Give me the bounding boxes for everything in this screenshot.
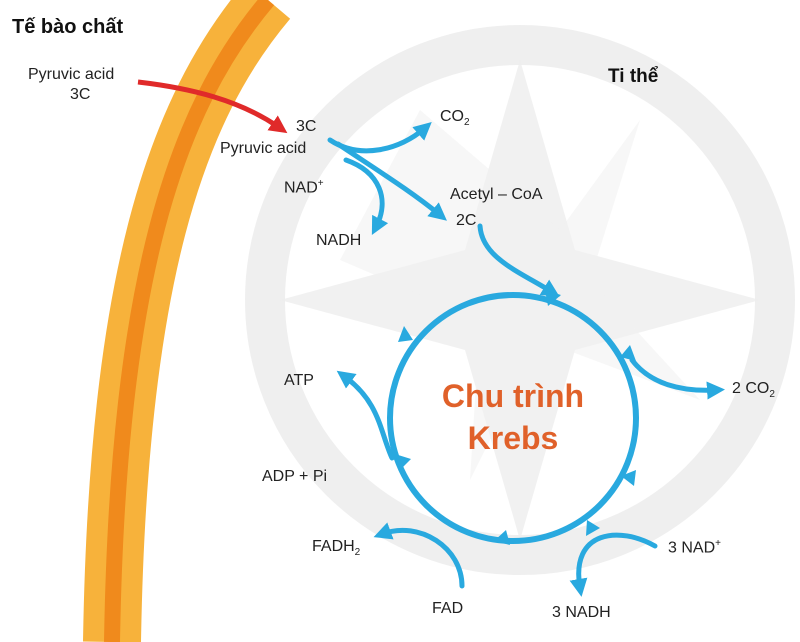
co2-out-label: 2 CO2 (732, 380, 775, 401)
watermark-logo (245, 25, 795, 575)
pyruvic-carbons-inside-label: 3C (296, 118, 317, 135)
nadh-label: NADH (316, 232, 362, 249)
acetyl-entry-arrow (477, 223, 560, 297)
adp-pi-label: ADP + Pi (262, 468, 328, 485)
krebs-cycle-ring (387, 292, 639, 544)
pyruvate-import-arrow (137, 79, 288, 134)
nadh-three-label: 3 NADH (552, 604, 611, 621)
krebs-cycle-title: Chu trình Krebs (413, 376, 613, 459)
nad-to-nadh-three-arrow (569, 532, 658, 597)
co2-out-arrow (629, 357, 725, 400)
co2-first-label: CO2 (440, 108, 470, 129)
fad-to-fadh2-arrow (373, 522, 465, 589)
fadh2-label: FADH2 (312, 538, 361, 559)
pyruvate-to-acetyl-arrow (335, 141, 447, 221)
krebs-title-line2: Krebs (467, 419, 559, 456)
pyruvic-acid-inside-label: Pyruvic acid (220, 140, 307, 157)
acetyl-coa-label: Acetyl – CoA (450, 186, 543, 203)
nad-label: NAD+ (284, 178, 324, 197)
fad-label: FAD (432, 600, 464, 617)
mitochondrial-membrane (83, 0, 291, 642)
nad-to-nadh-arrow (343, 157, 389, 235)
acetyl-carbons-label: 2C (456, 212, 477, 229)
adp-to-atp-arrow (336, 370, 395, 461)
co2-release-arrow (327, 122, 432, 154)
pyruvic-acid-outside-label: Pyruvic acid (28, 66, 115, 83)
nad-three-label: 3 NAD+ (668, 538, 721, 557)
atp-label: ATP (284, 372, 314, 389)
mitochondrion-label: Ti thể (608, 66, 659, 87)
pyruvic-carbons-outside-label: 3C (70, 86, 91, 103)
cytoplasm-label: Tế bào chất (12, 16, 124, 38)
krebs-title-line1: Chu trình (441, 378, 585, 414)
cycle-direction-markers (395, 290, 636, 545)
